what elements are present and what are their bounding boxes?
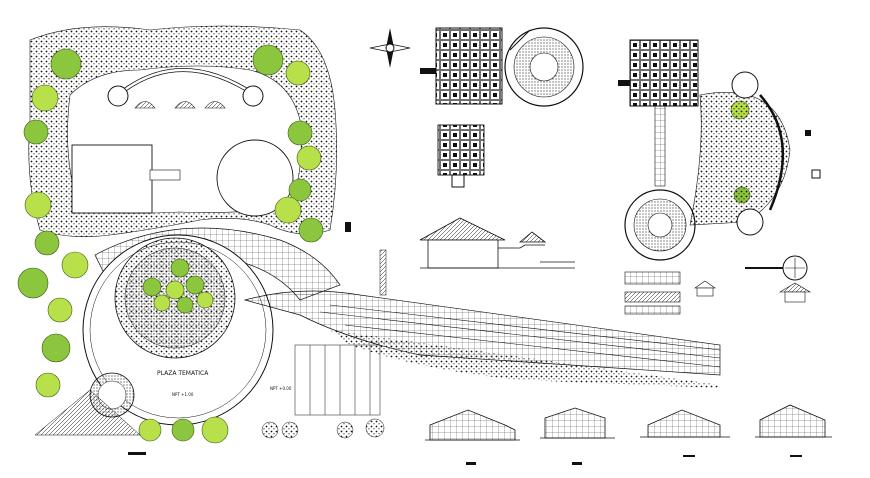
elevation-2 bbox=[540, 407, 615, 465]
tree-symbol-icon bbox=[35, 372, 61, 398]
elevation-1 bbox=[425, 409, 520, 465]
tree-symbol-icon bbox=[153, 294, 171, 312]
tree-symbol-icon bbox=[31, 84, 59, 112]
site-plan bbox=[28, 25, 721, 455]
building-footprint-circle bbox=[216, 139, 294, 217]
tree-symbol-icon bbox=[185, 275, 205, 295]
slope-stipple bbox=[330, 330, 720, 388]
kiosk-section bbox=[419, 217, 575, 269]
level-label-b: NPT +0.00 bbox=[270, 386, 292, 391]
arc-node-left bbox=[107, 85, 129, 107]
tree-symbol-icon bbox=[34, 230, 60, 256]
walkway-lines bbox=[319, 304, 721, 368]
tree-symbol-icon bbox=[252, 44, 284, 76]
building-footprint-rect bbox=[71, 144, 153, 214]
tree-symbol-icon bbox=[196, 291, 214, 309]
tree-symbol-icon bbox=[288, 178, 312, 202]
tree-symbol-icon bbox=[142, 277, 162, 297]
arc-node-right bbox=[242, 85, 264, 107]
tree-symbol-icon bbox=[41, 333, 71, 363]
pergolas bbox=[134, 101, 226, 109]
level-label-a: NPT +1.00 bbox=[172, 392, 194, 397]
tree-symbol-icon bbox=[165, 280, 185, 300]
right-site-plan bbox=[618, 39, 821, 261]
tree-symbol-icon bbox=[298, 217, 324, 243]
ramp-hatch bbox=[34, 389, 141, 436]
plaza-label: PLAZA TEMATICA bbox=[157, 370, 209, 377]
tree-symbol-icon bbox=[61, 251, 89, 279]
elevation-3 bbox=[640, 409, 730, 457]
tree-symbol-icon bbox=[171, 418, 195, 442]
hedge-row bbox=[261, 418, 385, 439]
detail-sections bbox=[624, 271, 716, 315]
tree-symbol-icon bbox=[201, 416, 229, 444]
tree-symbol-icon bbox=[296, 145, 322, 171]
elevation-4 bbox=[755, 404, 832, 457]
trees bbox=[17, 44, 751, 444]
tree-symbol-icon bbox=[285, 60, 311, 86]
tree-symbol-icon bbox=[176, 296, 194, 314]
small-round-plan bbox=[745, 255, 812, 303]
tree-symbol-icon bbox=[17, 267, 49, 299]
tree-symbol-icon bbox=[24, 191, 52, 219]
compass-rose-icon bbox=[369, 28, 411, 68]
tree-symbol-icon bbox=[138, 418, 162, 442]
floor-plan-square bbox=[420, 27, 503, 105]
tree-symbol-icon bbox=[23, 119, 49, 145]
small-elevation bbox=[437, 124, 485, 188]
tree-symbol-icon bbox=[170, 258, 190, 278]
tree-symbol-icon bbox=[47, 297, 73, 323]
parking-area bbox=[294, 344, 381, 416]
floor-plan-round bbox=[504, 27, 584, 107]
tree-symbol-icon bbox=[287, 120, 313, 146]
tree-symbol-icon bbox=[274, 196, 302, 224]
tree-symbol-icon bbox=[50, 48, 82, 80]
